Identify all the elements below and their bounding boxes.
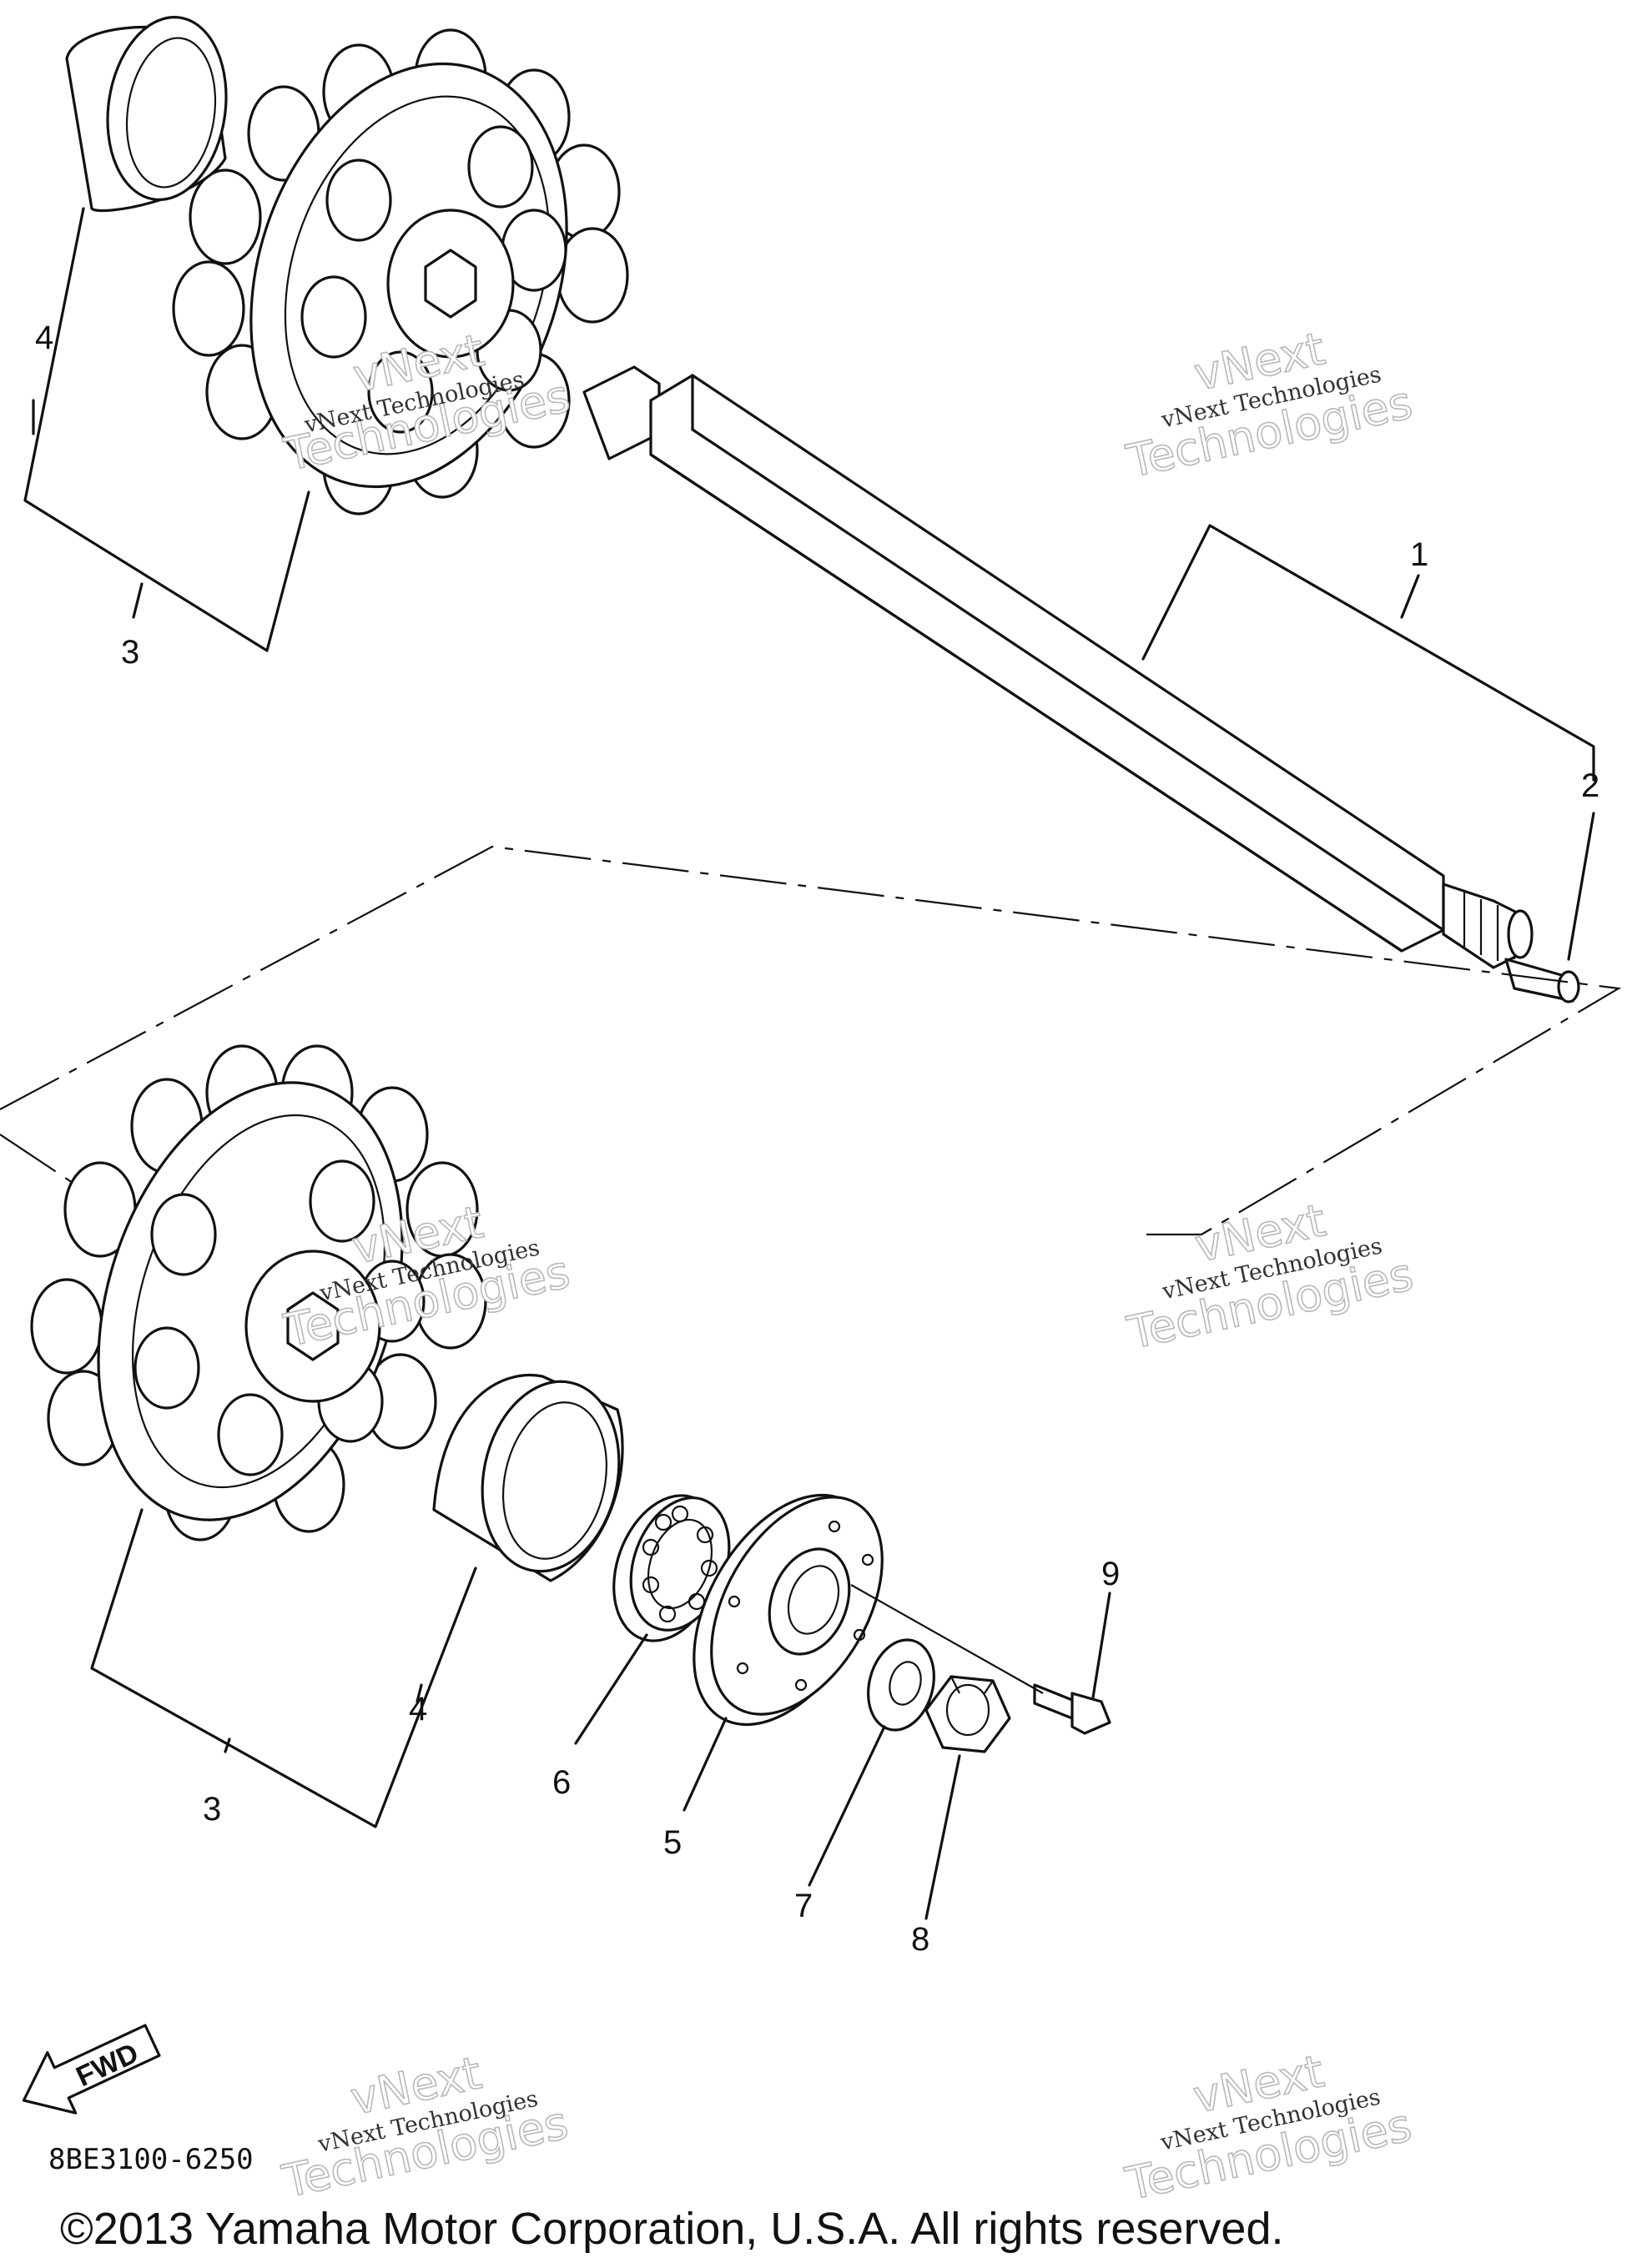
copyright-notice: ©2013 Yamaha Motor Corporation, U.S.A. A…: [60, 2204, 1284, 2254]
callout-4-top: 4: [35, 319, 53, 356]
callout-6: 6: [552, 1764, 571, 1801]
drive-shaft: [582, 365, 1534, 969]
callout-3-top: 3: [121, 634, 139, 671]
shaft-pin: [1504, 958, 1580, 1003]
callout-1: 1: [1410, 536, 1428, 573]
washer: [867, 1638, 935, 1732]
diagram-code: 8BE3100-6250: [48, 2143, 254, 2176]
sleeve-ring-bottom: [432, 1374, 624, 1582]
fwd-direction-arrow: FWD: [22, 2024, 161, 2115]
leader-lines-top: [23, 207, 1595, 961]
callout-labels: 1 2 4 3 9 4 6 3 5 7 8: [35, 319, 1599, 1958]
watermarks: vNext Technologies vNext Technologies vN…: [277, 322, 1418, 2211]
sleeve-ring-top: [65, 16, 228, 213]
callout-3-bottom: 3: [203, 1791, 221, 1828]
bolt: [1033, 1683, 1111, 1735]
leader-lines-bottom: [90, 1508, 1111, 1920]
callout-7: 7: [794, 1888, 813, 1924]
drive-sprocket-bottom: [30, 1044, 487, 1541]
bearing-flange-plate: [693, 1493, 884, 1727]
callout-2: 2: [1581, 767, 1599, 804]
hex-nut: [924, 1675, 1011, 1753]
callout-8: 8: [911, 1921, 929, 1958]
drive-sprocket-top: [172, 28, 629, 515]
callout-9: 9: [1101, 1556, 1120, 1592]
ball-bearing: [612, 1494, 731, 1642]
callout-5: 5: [663, 1824, 682, 1861]
callout-4-bottom: 4: [409, 1691, 427, 1727]
